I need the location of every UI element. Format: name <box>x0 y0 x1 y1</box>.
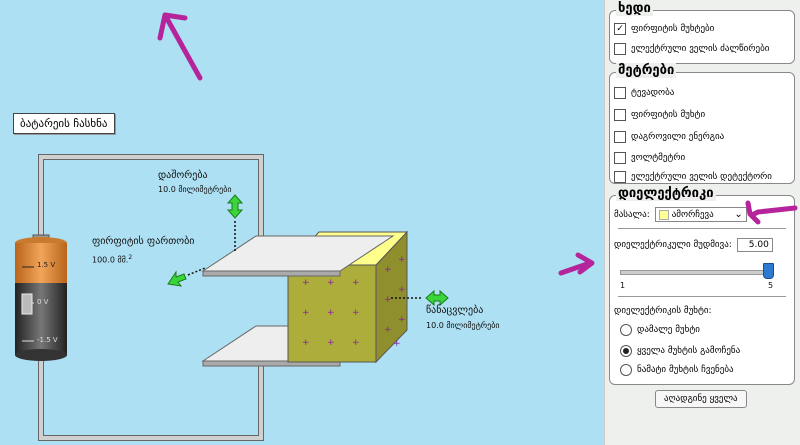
separation-value: 10.0 მილიმეტრები <box>158 185 232 194</box>
plate-area-handle[interactable] <box>167 270 187 287</box>
charge-plus: + <box>384 265 392 275</box>
radio-all-charges[interactable]: ყველა მუხტის გამოჩენა <box>620 345 740 357</box>
charges-label-text: დიელექტრიკის მუხტი: <box>614 306 712 316</box>
radio-button[interactable] <box>620 345 632 357</box>
checkbox-plate-charges[interactable]: ✓ ფირფიტის მუხტები <box>614 23 714 35</box>
meters-group-title: მეტრები <box>616 63 677 78</box>
separation-title: დაშორება <box>158 170 208 181</box>
charge-plus: + <box>327 308 335 318</box>
slider-thumb[interactable] <box>763 263 774 279</box>
slider-max-label: 5 <box>768 281 774 290</box>
slider-track <box>620 270 774 275</box>
chevron-down-icon[interactable]: ⌄ <box>734 209 743 220</box>
checkbox-field-detector[interactable]: ელექტრული ველის დეტექტორი <box>614 171 772 183</box>
plate-area-title: ფირფიტის ფართობი <box>92 236 195 247</box>
charge-plus: + <box>398 315 406 325</box>
checkbox-label: ტევადობა <box>631 88 675 98</box>
charge-plus: + <box>302 278 310 288</box>
overlap-handle[interactable] <box>425 289 449 307</box>
plate-area-value: 100.0 მმ.2 <box>92 254 133 265</box>
voltage-slider-knob[interactable] <box>21 293 33 315</box>
checkbox[interactable] <box>614 131 626 143</box>
control-panel: ხედი ✓ ფირფიტის მუხტები ელექტრული ველის ძ… <box>604 0 800 445</box>
material-color-swatch <box>658 209 669 220</box>
divider <box>618 296 786 297</box>
checkbox[interactable]: ✓ <box>614 23 626 35</box>
checkbox-label: ელექტრული ველის ძალწირები <box>631 44 770 54</box>
checkbox-label: დაგროვილი ენერგია <box>631 132 725 142</box>
annotation-marks <box>157 12 595 276</box>
overlap-value: 10.0 მილიმეტრები <box>426 321 500 330</box>
checkbox-label: ვოლტმეტრი <box>631 153 686 163</box>
battery-label-top: 1.5 V <box>37 261 56 269</box>
slider-min-label: 1 <box>620 281 626 290</box>
checkbox[interactable] <box>614 87 626 99</box>
battery-label-mid: 0 V <box>37 298 49 306</box>
constant-row: დიელექტრიკული მუდმივა: 5.00 <box>614 238 773 252</box>
charge-plus: + <box>384 325 392 335</box>
checkbox[interactable] <box>614 171 626 183</box>
radio-hide-charges[interactable]: დამალე მუხტი <box>620 324 700 336</box>
circuit-drawing: ++++++++++++++++ <box>15 12 595 441</box>
reset-all-button[interactable]: აღადგინე ყველა <box>655 390 747 408</box>
meters-group: მეტრები ტევადობა ფირფიტის მუხტი დაგროვილ… <box>609 63 795 184</box>
charge-plus: + <box>302 308 310 318</box>
checkbox-capacitance[interactable]: ტევადობა <box>614 87 674 99</box>
checkbox-label: ფირფიტის მუხტი <box>631 110 706 120</box>
checkbox[interactable] <box>614 109 626 121</box>
charge-plus: + <box>393 339 401 349</box>
radio-excess-charges[interactable]: ნამატი მუხტის ჩვენება <box>620 364 734 376</box>
overlap-title: წანაცვლება <box>426 305 484 316</box>
checkbox-stored-energy[interactable]: დაგროვილი ენერგია <box>614 131 724 143</box>
remove-battery-button[interactable]: ბატარეის ჩასხნა <box>13 113 115 134</box>
radio-label: დამალე მუხტი <box>637 325 700 335</box>
checkbox-label: ელექტრული ველის დეტექტორი <box>631 172 772 182</box>
separation-handle[interactable] <box>226 194 244 219</box>
constant-slider[interactable] <box>620 263 774 279</box>
checkbox[interactable] <box>614 43 626 55</box>
material-value: ამორჩევა <box>671 209 714 220</box>
radio-button[interactable] <box>620 324 632 336</box>
charge-plus: + <box>302 338 310 348</box>
battery[interactable] <box>15 234 67 361</box>
checkbox-label: ფირფიტის მუხტები <box>631 24 715 34</box>
checkbox-field-lines[interactable]: ელექტრული ველის ძალწირები <box>614 43 769 55</box>
view-group-title: ხედი <box>616 1 653 16</box>
radio-button[interactable] <box>620 364 632 376</box>
charge-plus: + <box>352 308 360 318</box>
dielectric-charges: ++++++++++++++++ <box>302 255 406 349</box>
radio-label: ყველა მუხტის გამოჩენა <box>637 346 741 356</box>
charge-plus: + <box>352 278 360 288</box>
constant-input[interactable]: 5.00 <box>736 238 773 252</box>
material-row: მასალა: ამორჩევა ⌄ <box>614 207 747 222</box>
dielectric-group: დიელექტრიკი მასალა: ამორჩევა ⌄ დიელექტრი… <box>609 186 795 385</box>
divider <box>618 228 786 229</box>
dielectric-group-title: დიელექტრიკი <box>616 186 716 201</box>
radio-label: ნამატი მუხტის ჩვენება <box>637 365 734 375</box>
charge-plus: + <box>327 278 335 288</box>
checkbox[interactable] <box>614 152 626 164</box>
wire <box>38 154 264 441</box>
battery-label-bottom: -1.5 V <box>37 336 58 344</box>
charges-label: დიელექტრიკის მუხტი: <box>614 306 712 316</box>
constant-label: დიელექტრიკული მუდმივა: <box>614 240 732 250</box>
charge-plus: + <box>327 338 335 348</box>
material-label: მასალა: <box>614 209 650 220</box>
checkbox-plate-charge[interactable]: ფირფიტის მუხტი <box>614 109 705 121</box>
view-group: ხედი ✓ ფირფიტის მუხტები ელექტრული ველის ძ… <box>609 1 795 64</box>
charge-plus: + <box>398 255 406 265</box>
charge-plus: + <box>398 285 406 295</box>
charge-plus: + <box>384 295 392 305</box>
material-select[interactable]: ამორჩევა ⌄ <box>654 207 747 222</box>
simulation-canvas: ++++++++++++++++ ბატარეის ჩასხნა დაშორებ… <box>0 0 604 445</box>
checkbox-voltmeter[interactable]: ვოლტმეტრი <box>614 152 685 164</box>
charge-plus: + <box>352 338 360 348</box>
